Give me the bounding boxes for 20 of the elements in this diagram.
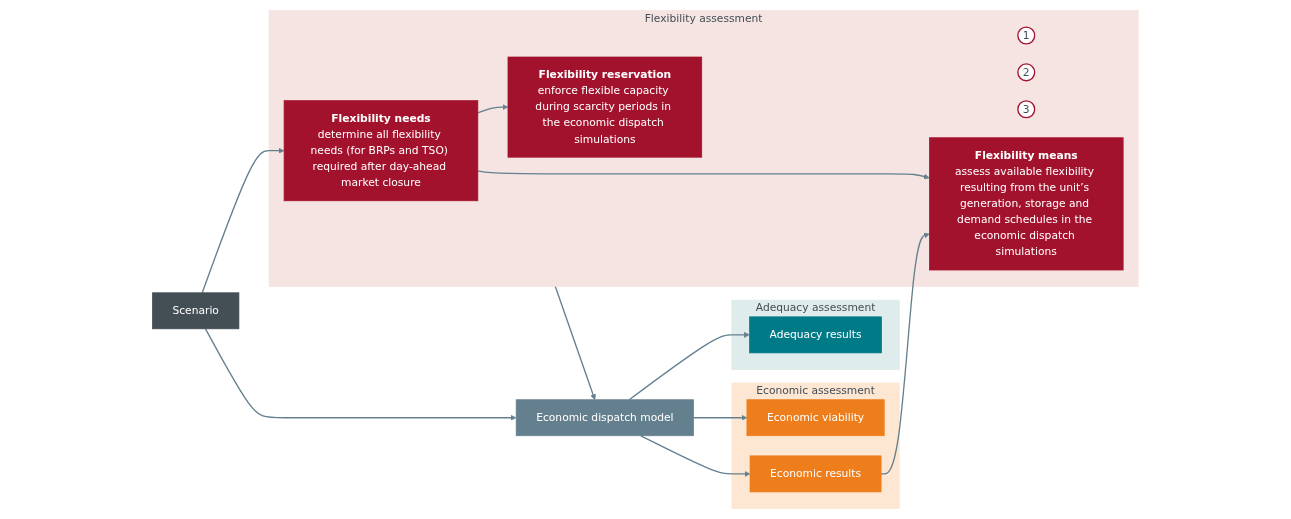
- arrow: [554, 286, 597, 400]
- arrow: [693, 414, 748, 421]
- arrow: [477, 170, 930, 180]
- node-circle: 2: [1017, 63, 1036, 82]
- node-box: Flexibility means assess available flexibility resulting from the unit’s generation, storage and demand schedules in the economic dispatch simulations: [929, 137, 1124, 271]
- arrow: [477, 104, 509, 114]
- node-circle: 3: [1017, 100, 1036, 119]
- node-box: Economic viability: [746, 399, 885, 437]
- node-box: Flexibility needs determine all flexibility needs (for BRPs and TSO) required after day-ahead market closure: [283, 100, 479, 202]
- node-box: Economic dispatch model: [516, 399, 695, 437]
- arrow: [628, 331, 750, 401]
- arrow: [880, 232, 930, 475]
- node-box: Flexibility reservation enforce flexible capacity during scarcity periods in the economic dispatch simulations: [507, 56, 703, 158]
- node-circle: 1: [1017, 26, 1036, 45]
- node-box: Economic results: [749, 455, 882, 493]
- arrow: [201, 147, 285, 294]
- arrow: [640, 435, 751, 477]
- node-box: Scenario: [152, 292, 240, 330]
- arrow: [205, 328, 517, 421]
- node-box: Adequacy results: [749, 316, 883, 354]
